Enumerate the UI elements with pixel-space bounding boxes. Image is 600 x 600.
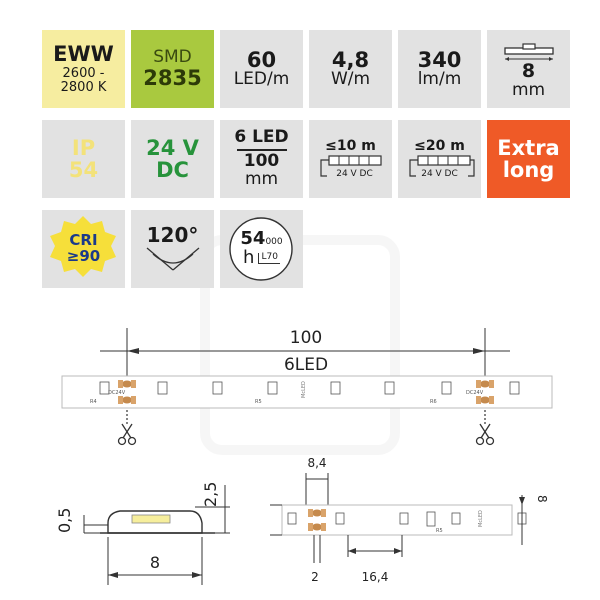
feed-10-label: ≤10 m	[325, 137, 376, 154]
strip-bottom-resistor: R5	[436, 528, 443, 534]
strip-top-leds-group	[99, 381, 520, 395]
single-feed-icon	[319, 155, 382, 177]
strip-top-dimensions: 100 6LED	[100, 328, 510, 380]
cut-leds: 6 LED	[234, 127, 289, 148]
cut-divider	[236, 149, 287, 152]
smd-label: SMD	[153, 47, 192, 68]
strip-bottom-brand: McLED	[478, 510, 484, 527]
lifetime-hours-small: 000	[265, 237, 283, 248]
strip-top-resistor-1: R4	[90, 399, 97, 405]
pad-dimension: 8,4	[307, 456, 326, 470]
tile-ip: IP 54	[42, 120, 125, 198]
strip-top-diagram: 100 6LED DC24V DC24V R4 R5 R6 McLED	[61, 328, 553, 446]
beam-angle-icon	[146, 247, 199, 270]
double-feed-icon	[408, 155, 475, 177]
strip-bottom-diagram: 8,4 R5 McLED 8 2 16,4	[270, 456, 549, 584]
tile-beam-angle: 120°	[131, 210, 214, 288]
lifetime-rating-row: h L70	[243, 247, 280, 268]
strip-top-solder-pads-left	[118, 380, 136, 404]
led-pitch: 16,4	[362, 570, 389, 584]
pad-gap: 2	[311, 570, 319, 584]
tile-lifetime: 54000 h L70	[220, 210, 303, 288]
lumen-value: 340	[417, 48, 462, 73]
voltage-type: DC	[156, 158, 189, 182]
cri-badge-icon	[50, 216, 116, 277]
tile-width: 8 mm	[487, 30, 570, 108]
tile-lumen: 340 lm/m	[398, 30, 481, 108]
strip-bottom-width: 8	[535, 495, 549, 503]
cri-label: CRI	[69, 231, 98, 250]
color-temp-range-2: 2800 K	[60, 80, 107, 96]
lifetime-hours-main: 54	[240, 228, 266, 250]
profile-diagram: 0,5 2,5 8	[55, 482, 230, 585]
tile-feed-20: ≤20 m 24 V DC	[398, 120, 481, 198]
lifetime-h: h	[243, 247, 255, 268]
strip-top-resistor-2: R5	[255, 399, 262, 405]
lumen-unit: lm/m	[417, 69, 462, 90]
tile-voltage: 24 V DC	[131, 120, 214, 198]
feed-10-supply: 24 V DC	[336, 168, 373, 179]
lifetime-rating: L70	[258, 252, 280, 264]
strip-top-solder-pads-right	[476, 380, 494, 404]
smd-value: 2835	[143, 65, 202, 90]
scissors-icon-left	[117, 410, 137, 446]
tile-extra-long: Extra long	[487, 120, 570, 198]
width-unit: mm	[511, 80, 546, 101]
extra-long-line-1: Extra	[497, 135, 560, 160]
tile-cri: CRI ≥90	[42, 210, 125, 288]
profile-total-height: 2,5	[201, 482, 220, 507]
lifetime-circle-icon	[229, 217, 293, 281]
color-temp-range-1: 2600 -	[62, 66, 105, 82]
cut-length: 100	[243, 151, 280, 172]
strip-top-length: 100	[290, 328, 322, 348]
strip-top-resistor-3: R6	[430, 399, 437, 405]
voltage-value: 24 V	[146, 135, 199, 160]
led-density-value: 60	[246, 48, 277, 73]
strip-top-pad-label-left: DC24V	[108, 390, 126, 396]
cut-unit: mm	[244, 168, 279, 189]
extra-long-line-2: long	[502, 158, 555, 182]
width-value: 8	[521, 60, 536, 83]
tile-color-temp: EWW 2600 - 2800 K	[42, 30, 125, 108]
ip-value: 54	[68, 158, 99, 182]
beam-angle-value: 120°	[146, 222, 199, 247]
tile-smd: SMD 2835	[131, 30, 214, 108]
strip-top-brand: McLED	[301, 381, 307, 398]
tile-feed-10: ≤10 m 24 V DC	[309, 120, 392, 198]
cri-value: ≥90	[66, 247, 101, 265]
feed-20-label: ≤20 m	[414, 137, 465, 154]
feed-20-supply: 24 V DC	[421, 168, 458, 179]
power-unit: W/m	[330, 69, 371, 90]
strip-width-icon	[503, 43, 554, 62]
tile-cut-unit: 6 LED 100 mm	[220, 120, 303, 198]
lifetime-hours: 54000	[240, 228, 283, 250]
strip-top-body	[61, 375, 553, 409]
color-temp-title: EWW	[53, 42, 114, 67]
strip-top-pad-label-right: DC24V	[466, 390, 484, 396]
profile-base-height: 0,5	[55, 508, 74, 533]
profile-width: 8	[150, 553, 160, 572]
strip-top-leds: 6LED	[284, 355, 328, 375]
tile-power: 4,8 W/m	[309, 30, 392, 108]
ip-label: IP	[71, 135, 96, 160]
led-density-unit: LED/m	[233, 69, 290, 90]
scissors-icon-right	[475, 410, 495, 446]
tile-led-density: 60 LED/m	[220, 30, 303, 108]
power-value: 4,8	[331, 48, 370, 73]
